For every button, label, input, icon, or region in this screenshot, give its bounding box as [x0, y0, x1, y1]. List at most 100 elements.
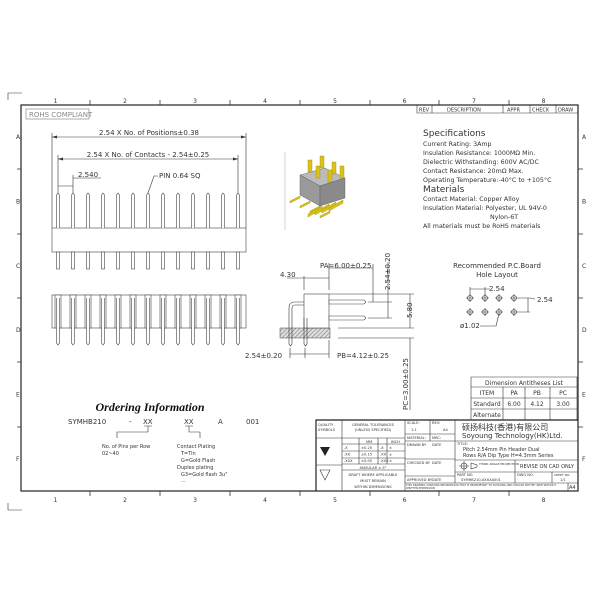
front-pin-bottom	[56, 251, 60, 270]
sheet-label: SHEET NO.	[554, 473, 570, 477]
row-label: C	[582, 263, 586, 270]
tolerance-cell: ±0.25	[361, 446, 372, 450]
row-label: B	[582, 199, 586, 206]
sheet-value: 1/1	[560, 478, 566, 482]
tolerance-cell: ±	[389, 446, 392, 450]
tolerance-cell: .XX	[344, 453, 351, 457]
3d-pin-rear	[319, 210, 331, 219]
tolerance-cell: ±0.15	[361, 453, 372, 457]
draft-note: DRAFT WHERE APPLICABLE	[349, 473, 399, 477]
front-pin-top	[131, 192, 135, 228]
quality-label: QUALITY	[318, 423, 334, 427]
front-pin-top	[146, 192, 150, 228]
dim-2-54-vertical: 2.54±0.20	[384, 253, 392, 290]
column-label: 7	[472, 497, 476, 504]
code-dash: -	[129, 418, 132, 426]
bottom-pin	[161, 298, 165, 346]
scale-label: SCALE:	[407, 421, 420, 425]
draft-note: MUST REMAIN	[360, 479, 386, 483]
bottom-pin	[86, 298, 90, 346]
row-label: B	[16, 199, 20, 206]
dim-table-header: ITEM	[480, 390, 494, 397]
angular-tolerance: ANGULAR ±.5°	[360, 466, 387, 470]
quality-symbol-1-icon	[320, 447, 330, 456]
3d-body-right	[319, 177, 346, 207]
plating-option: ...	[181, 478, 186, 484]
pins-range: 02~40	[102, 451, 119, 457]
column-label: 4	[263, 98, 267, 105]
date-label: DATE	[432, 443, 442, 447]
front-pin-bottom	[101, 251, 105, 270]
date-label: DATE	[432, 478, 442, 482]
ordering-information: Ordering Information SYMHB210 - XX XX A …	[68, 400, 259, 484]
3d-pin-vertical	[331, 161, 337, 175]
3d-pin-vertical	[319, 155, 325, 169]
rohs-box	[25, 108, 90, 120]
material-line: Contact Material: Copper Alloy	[423, 196, 520, 203]
material-line: Nylon-6T	[490, 214, 518, 221]
column-label: 2	[123, 98, 127, 105]
bottom-pin	[116, 298, 120, 346]
front-pin-bottom	[116, 251, 120, 270]
front-pin-bottom	[71, 251, 75, 270]
dim-table-cell: 4.12	[530, 401, 544, 408]
3d-render	[284, 152, 346, 230]
front-pin-top	[86, 192, 90, 228]
bottom-pin	[206, 298, 210, 346]
frame-ticks	[17, 100, 583, 496]
tolerance-title: (UNLESS SPECIFIED)	[355, 428, 392, 432]
tolerance-cell: .X	[344, 446, 348, 450]
bottom-pin	[71, 298, 75, 346]
front-pin-top	[191, 192, 195, 228]
rohs-label: ROHS COMPLIANT	[29, 111, 93, 119]
checked-by: CHECKED BY	[407, 461, 431, 465]
pin-label: PIN 0.64 SQ	[159, 172, 201, 180]
column-label: 5	[333, 497, 337, 504]
pcb-pitch-v: 2.54	[537, 296, 553, 304]
front-view-dimensions: 2.54 X No. of Positions±0.38 2.54 X No. …	[51, 129, 247, 228]
pcb-section	[279, 327, 331, 339]
front-pin-top	[206, 192, 210, 228]
proprietary-notice: THIS DRAWING CONTAINS INFORMATION THAT I…	[406, 484, 556, 490]
title-block: QUALITY SYMBOLS GENERAL TOLERANCES (UNLE…	[315, 419, 578, 491]
plating-option: G3=Gold flash 3u"	[181, 472, 228, 478]
row-label: E	[16, 392, 20, 399]
row-label: D	[16, 327, 21, 334]
quality-symbol-2-icon	[319, 469, 331, 481]
part-no: SYMHB210-XXXXA001	[461, 478, 501, 482]
row-label: A	[582, 134, 587, 141]
column-label: 8	[542, 497, 546, 504]
part-no-label: PART NO.	[457, 473, 473, 477]
front-pin-top	[116, 192, 120, 228]
pcb-hole-dia: ø1.02	[460, 322, 480, 330]
tolerance-cell: ±0.05	[361, 459, 372, 463]
drawing-title: Pitch 2.54mm Pin Header Dual	[463, 447, 540, 453]
date-label: DATE	[432, 461, 442, 465]
column-label: 1	[54, 497, 58, 504]
3d-pin-rear	[289, 195, 301, 204]
front-pin-top	[176, 192, 180, 228]
draft-note: WITHIN DIMENSIONS	[354, 485, 392, 489]
front-pin-bottom	[131, 251, 135, 270]
plating-option: G=Gold Flash	[181, 458, 215, 464]
sheet-size: A4	[569, 485, 576, 491]
row-label: A	[16, 134, 21, 141]
dim-table-title: Dimension Antitheses List	[485, 380, 564, 387]
plating-option: T=Tin	[180, 451, 196, 457]
tolerance-cell: .XXX	[344, 459, 353, 463]
spec-line: Insulation Resistance: 1000MΩ Min.	[423, 150, 535, 157]
dim-table-cell: Standard	[473, 401, 500, 408]
front-pin-top	[56, 192, 60, 228]
pcb-pitch-h: 2.54	[489, 285, 505, 293]
dim-table-cell: 6.00	[507, 401, 521, 408]
dim-table-cell: Alternate	[473, 412, 501, 419]
dim-table-header: PB	[533, 390, 541, 397]
tolerance-cell: ±	[389, 459, 392, 463]
revision-header: REV DESCRIPTION APPR CHECK DRAW	[416, 105, 578, 114]
front-pin-bottom	[191, 251, 195, 270]
tol-mm-header: MM	[366, 440, 372, 444]
appr-header: APPR	[507, 108, 520, 114]
